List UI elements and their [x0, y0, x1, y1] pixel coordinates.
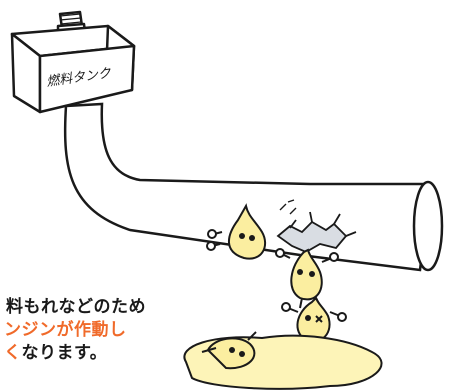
fuel-droplet-character-icon [206, 203, 267, 260]
fuel-tank-icon [10, 10, 136, 114]
pipe-crack-icon [276, 199, 357, 254]
fuel-droplet-character-icon [201, 331, 257, 370]
caption-line-3: くなります。 [4, 342, 210, 365]
caption-line-1: 料もれなどのため [6, 297, 146, 317]
fuel-droplet-character-icon [281, 296, 347, 343]
caption-text: 料もれなどのため ンジンが作動し くなります。 [0, 296, 210, 365]
fuel-droplet-character-icon [275, 248, 339, 309]
caption-line-3-rest: なります。 [21, 343, 108, 363]
caption-line-2: ンジンが作動し [4, 320, 127, 340]
caption-line-3-highlight: く [4, 343, 22, 363]
